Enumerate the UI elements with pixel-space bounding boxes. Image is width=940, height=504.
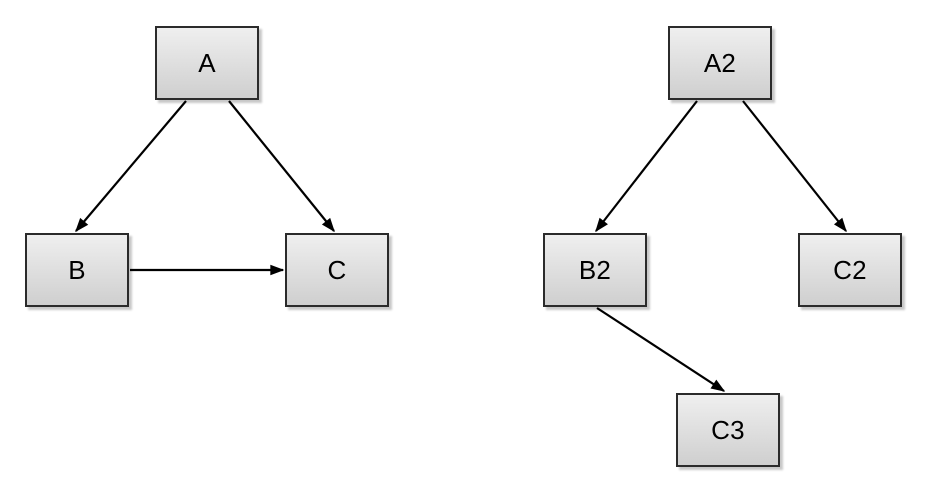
edge-line [595,100,698,232]
node-a[interactable]: A [155,26,259,100]
arrow-head [321,217,335,233]
node-label: A2 [703,48,737,78]
node-label: B [68,255,86,285]
arrow-head [710,379,726,392]
arrow-head [75,217,89,233]
edge-B2-to-C3[interactable] [596,307,726,392]
edge-A2-to-B2[interactable] [595,100,698,233]
arrow-head [595,217,608,233]
node-c[interactable]: C [285,233,389,307]
edge-line [228,100,335,232]
edge-A-to-C[interactable] [228,100,335,233]
node-c3[interactable]: C3 [676,393,780,467]
node-b[interactable]: B [25,233,129,307]
node-label: C3 [711,415,745,445]
node-c2[interactable]: C2 [798,233,902,307]
node-label: B2 [578,255,612,285]
arrow-head [833,217,847,233]
edge-A2-to-C2[interactable] [742,100,847,233]
edge-line [596,307,725,392]
node-label: C [327,255,347,285]
edge-line [75,100,187,232]
node-label: C2 [833,255,867,285]
arrow-head [270,264,285,276]
edge-B-to-C[interactable] [130,264,285,276]
node-a2[interactable]: A2 [668,26,772,100]
edge-A-to-B[interactable] [75,100,187,233]
node-b2[interactable]: B2 [543,233,647,307]
node-label: A [198,48,216,78]
edge-line [742,100,847,232]
